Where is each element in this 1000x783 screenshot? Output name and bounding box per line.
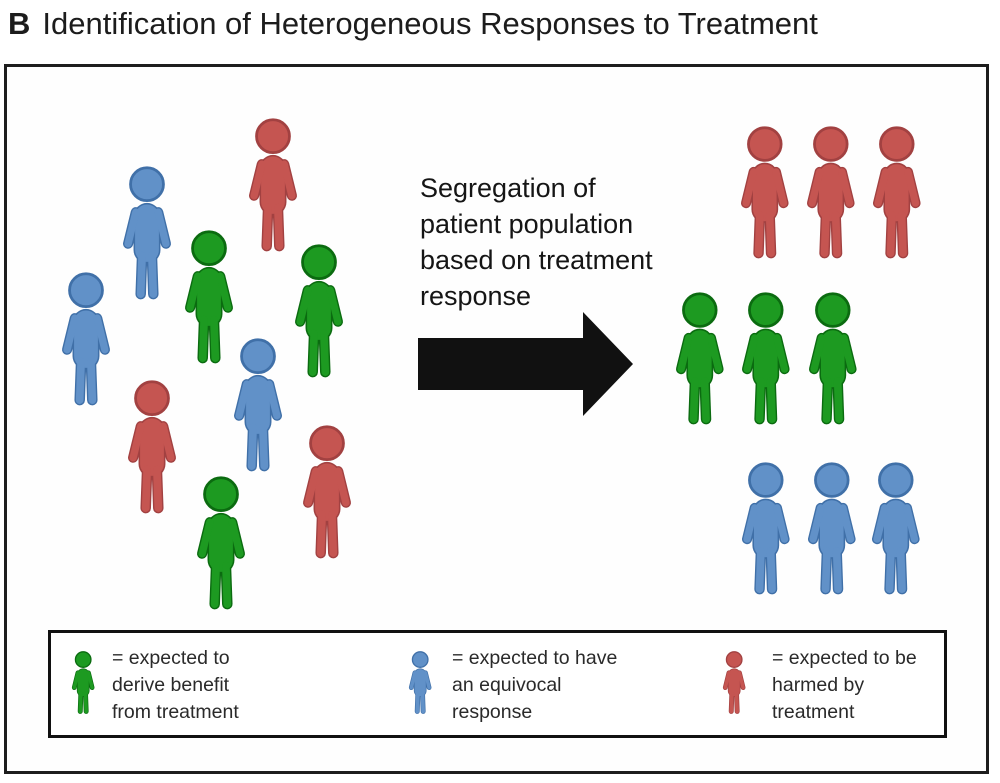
person-icon-blue xyxy=(804,462,860,601)
legend-text-line: derive benefit xyxy=(112,674,230,696)
legend-text-green: = expected to derive benefit from treatmen… xyxy=(112,645,239,726)
person-icon-green xyxy=(291,244,347,384)
arrow-label-line: Segregation of xyxy=(420,173,596,203)
person-icon-green xyxy=(805,292,861,431)
right-arrow-icon xyxy=(418,312,633,416)
legend-text-line: response xyxy=(452,701,533,723)
person-icon-blue xyxy=(119,166,175,306)
person-icon-blue xyxy=(407,651,433,717)
person-icon-green xyxy=(193,476,249,616)
person-icon-red xyxy=(124,380,180,520)
person-icon-blue xyxy=(230,338,286,478)
arrow-label: Segregation of patient population based … xyxy=(420,170,680,314)
person-icon-green xyxy=(70,651,96,717)
figure-title-letter: B xyxy=(8,6,31,41)
figure-title: B Identification of Heterogeneous Respons… xyxy=(8,6,818,42)
person-icon-red xyxy=(869,126,925,265)
person-icon-blue xyxy=(868,462,924,601)
legend-text-red: = expected to be harmed by treatment xyxy=(772,645,917,726)
person-icon-green xyxy=(738,292,794,431)
legend-text-line: harmed by xyxy=(772,674,865,696)
person-icon-blue xyxy=(738,462,794,601)
arrow-label-line: patient population xyxy=(420,209,634,239)
legend-text-line: from treatment xyxy=(112,701,239,723)
person-icon-red xyxy=(803,126,859,265)
legend-text-line: an equivocal xyxy=(452,674,562,696)
legend-box xyxy=(48,630,947,738)
person-icon-red xyxy=(721,651,747,717)
legend-text-line: treatment xyxy=(772,701,855,723)
person-icon-green xyxy=(672,292,728,431)
arrow-label-line: response xyxy=(420,281,532,311)
person-icon-red xyxy=(245,118,301,258)
person-icon-red xyxy=(737,126,793,265)
legend-text-line: = expected to xyxy=(112,647,230,669)
person-icon-blue xyxy=(58,272,114,412)
legend-text-line: = expected to be xyxy=(772,647,917,669)
legend-text-blue: = expected to have an equivocal response xyxy=(452,645,617,726)
person-icon-red xyxy=(299,425,355,565)
arrow-label-line: based on treatment xyxy=(420,245,653,275)
person-icon-green xyxy=(181,230,237,370)
legend-text-line: = expected to have xyxy=(452,647,618,669)
figure-title-text: Identification of Heterogeneous Response… xyxy=(42,6,818,41)
